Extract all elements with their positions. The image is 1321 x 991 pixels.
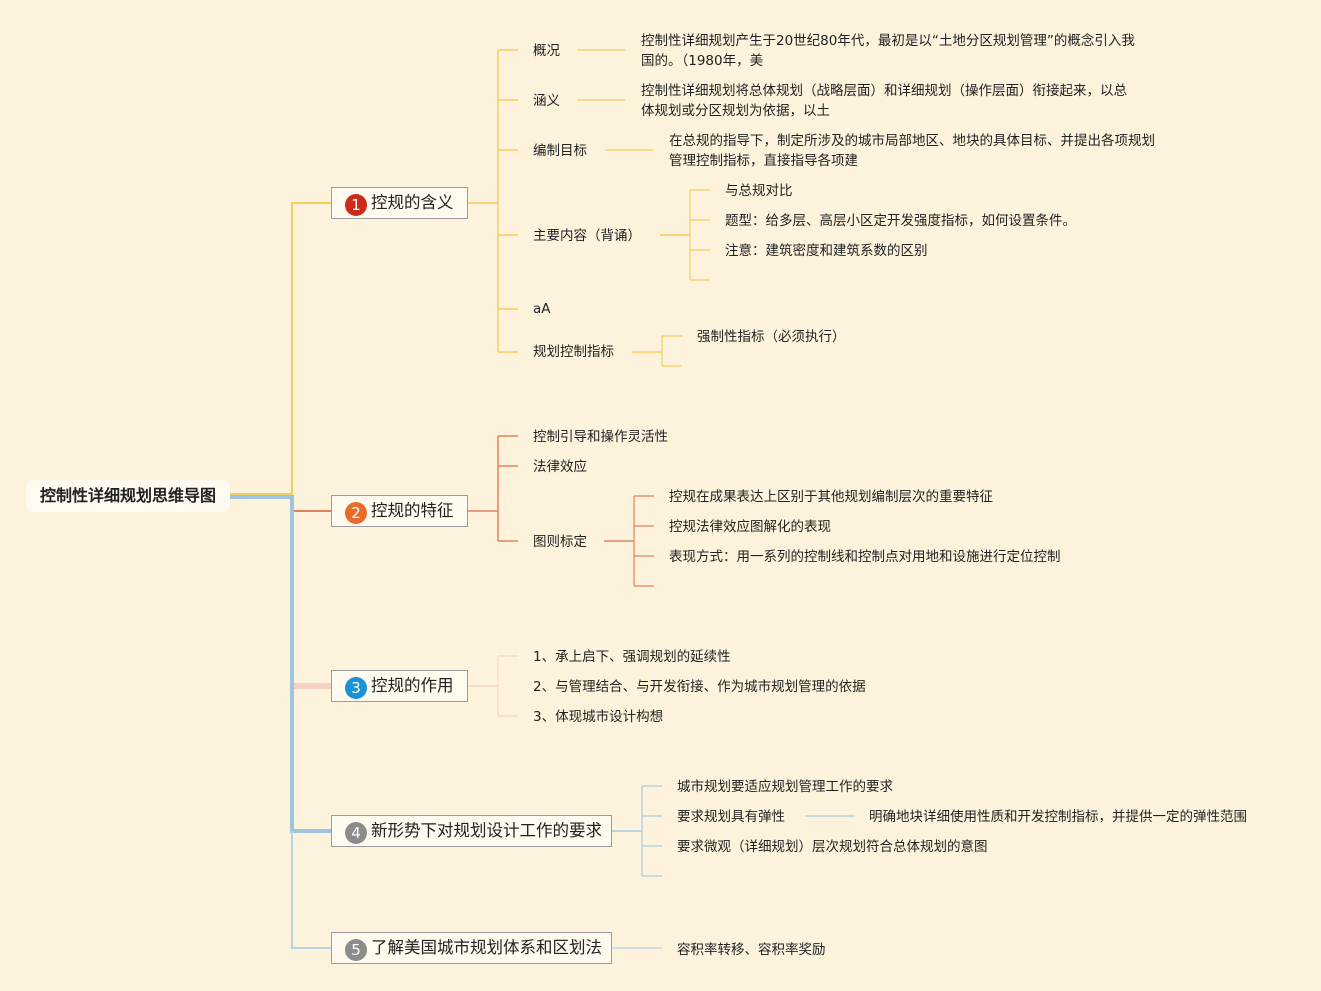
requirement-item-1[interactable]: 城市规划要适应规划管理工作的要求 bbox=[677, 779, 893, 795]
branch-5-label: 了解美国城市规划体系和区划法 bbox=[371, 938, 602, 957]
number-badge-5: 5 bbox=[345, 939, 367, 961]
number-badge-4: 4 bbox=[345, 822, 367, 844]
tuze-item-1[interactable]: 控规在成果表达上区别于其他规划编制层次的重要特征 bbox=[669, 489, 993, 505]
neirong-item-1[interactable]: 与总规对比 bbox=[725, 183, 793, 199]
gaikuang-text[interactable]: 控制性详细规划产生于20世纪80年代，最初是以“土地分区规划管理”的概念引入我国… bbox=[641, 33, 1135, 69]
topic-mubiao[interactable]: 编制目标 bbox=[533, 143, 587, 159]
tuze-item-3[interactable]: 表现方式：用一系列的控制线和控制点对用地和设施进行定位控制 bbox=[669, 549, 1061, 565]
role-item-2[interactable]: 2、与管理结合、与开发衔接、作为城市规划管理的依据 bbox=[533, 679, 866, 695]
topic-gaikuang[interactable]: 概况 bbox=[533, 43, 560, 59]
root-topic[interactable]: 控制性详细规划思维导图 bbox=[26, 480, 230, 512]
feature-item-2[interactable]: 法律效应 bbox=[533, 459, 587, 475]
number-badge-1: 1 bbox=[345, 194, 367, 216]
mubiao-text[interactable]: 在总规的指导下，制定所涉及的城市局部地区、地块的具体目标、并提出各项规划管理控制… bbox=[669, 133, 1155, 169]
branch-1-label: 控规的含义 bbox=[371, 193, 454, 212]
role-item-3[interactable]: 3、体现城市设计构想 bbox=[533, 709, 664, 725]
topic-tuze[interactable]: 图则标定 bbox=[533, 534, 587, 550]
requirement-item-2[interactable]: 要求规划具有弹性 bbox=[677, 809, 785, 825]
neirong-item-2[interactable]: 题型：给多层、高层小区定开发强度指标，如何设置条件。 bbox=[725, 213, 1076, 229]
us-zoning-item[interactable]: 容积率转移、容积率奖励 bbox=[677, 942, 826, 958]
topic-hanyi[interactable]: 涵义 bbox=[533, 93, 560, 109]
requirement-item-3[interactable]: 要求微观（详细规划）层次规划符合总体规划的意图 bbox=[677, 839, 988, 855]
topic-aa[interactable]: aA bbox=[533, 301, 551, 317]
tuze-item-2[interactable]: 控规法律效应图解化的表现 bbox=[669, 519, 831, 535]
number-badge-2: 2 bbox=[345, 502, 367, 524]
neirong-item-3[interactable]: 注意：建筑密度和建筑系数的区别 bbox=[725, 243, 928, 259]
feature-item-1[interactable]: 控制引导和操作灵活性 bbox=[533, 429, 668, 445]
topic-neirong[interactable]: 主要内容（背诵） bbox=[533, 228, 641, 244]
tanxing-text[interactable]: 明确地块详细使用性质和开发控制指标，并提供一定的弹性范围 bbox=[869, 809, 1247, 825]
hanyi-text[interactable]: 控制性详细规划将总体规划（战略层面）和详细规划（操作层面）衔接起来，以总体规划或… bbox=[641, 83, 1127, 119]
number-badge-3: 3 bbox=[345, 677, 367, 699]
zhibiao-item[interactable]: 强制性指标（必须执行） bbox=[697, 329, 846, 345]
topic-zhibiao[interactable]: 规划控制指标 bbox=[533, 344, 614, 360]
branch-4-label: 新形势下对规划设计工作的要求 bbox=[371, 821, 602, 840]
role-item-1[interactable]: 1、承上启下、强调规划的延续性 bbox=[533, 649, 731, 665]
branch-2-label: 控规的特征 bbox=[371, 501, 454, 520]
branch-3-label: 控规的作用 bbox=[371, 676, 454, 695]
